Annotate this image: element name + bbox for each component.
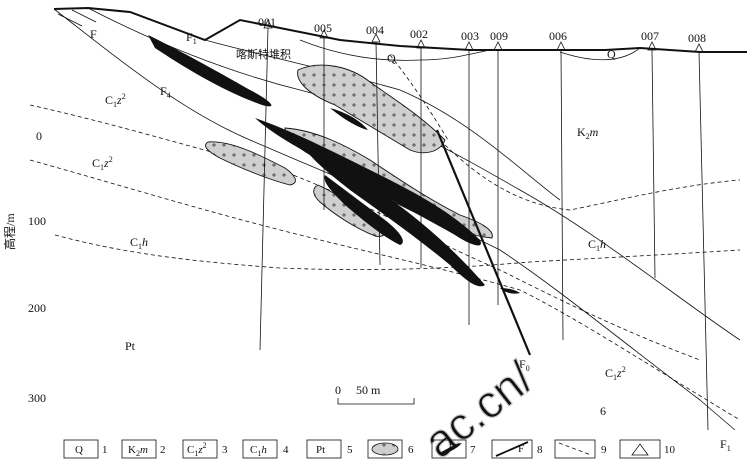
drillhole-label: 009 (490, 29, 508, 43)
scale-bar-start: 0 (335, 383, 341, 397)
drillhole-label: 002 (410, 27, 428, 41)
fault-f-top-line-2 (57, 13, 83, 27)
drillhole-005: 005 (314, 21, 332, 210)
dashed-boundary-4 (439, 139, 741, 211)
boundary-k2m (204, 39, 561, 201)
legend-label: C1h (250, 444, 267, 458)
drillhole-label: 008 (688, 31, 706, 45)
y-axis: 0 100 200 300 高程/m (2, 129, 46, 405)
y-tick: 100 (28, 214, 46, 228)
dashed-boundary-5 (389, 54, 449, 141)
drillhole-006: 006 (549, 29, 567, 341)
legend-num: 9 (601, 444, 607, 456)
formation-k2m-label: K2m (577, 125, 599, 141)
legend-item-3: C1z2 3 (182, 439, 228, 459)
drillhole-label: 003 (461, 29, 479, 43)
legend-item-4: C1h 4 (242, 439, 289, 459)
drillholes: 001 005 004 002 003 009 (258, 15, 709, 431)
quaternary-cover (299, 39, 491, 61)
legend-num: 4 (283, 444, 289, 456)
drillhole-007: 007 (641, 29, 659, 279)
dashed-boundary-1 (29, 104, 701, 361)
quaternary-label: Q (387, 51, 396, 65)
legend-label: Q (75, 444, 83, 456)
drillhole-label: 004 (366, 23, 384, 37)
drillhole-001: 001 (258, 15, 276, 351)
drillhole-008: 008 (688, 31, 709, 431)
formation-c1z2-label-1: C1z2 (105, 92, 126, 109)
legend-num: 3 (222, 444, 228, 456)
drillhole-label: 005 (314, 21, 332, 35)
scale-bar-end: 50 m (356, 383, 381, 397)
quaternary-label: Q (607, 47, 616, 61)
legend-num: 1 (102, 444, 108, 456)
drillhole-009: 009 (490, 29, 508, 305)
fault-f-label: F (90, 27, 97, 41)
drillhole-002: 002 (410, 27, 428, 268)
orebody-4 (324, 175, 403, 245)
legend-item-1: Q 1 (63, 439, 108, 459)
y-tick: 200 (28, 301, 46, 315)
legend-item-9: 9 (554, 439, 607, 459)
legend-label: K2m (128, 444, 148, 458)
legend-num: 2 (160, 444, 166, 456)
granite-body-1 (297, 64, 446, 154)
legend-item-7: 7 (431, 439, 476, 459)
legend-item-10: 10 (619, 439, 676, 459)
legend-item-5: Pt 5 (306, 439, 353, 459)
dashed-boundary-3 (54, 234, 741, 270)
orebody-6 (330, 108, 368, 130)
drillhole-004: 004 (366, 23, 384, 266)
legend-num: 8 (537, 444, 543, 456)
y-tick: 0 (36, 129, 42, 143)
fault-f-top-line (71, 9, 97, 23)
formation-c1h-label-1: C1h (130, 235, 148, 251)
scale-bar: 0 50 m (335, 383, 415, 405)
formation-c1z2-label-2: C1z2 (92, 155, 113, 172)
legend-num: 5 (347, 444, 353, 456)
orebody-3 (300, 138, 485, 287)
drillhole-label: 007 (641, 29, 659, 43)
fault-f4-label: F4 (160, 84, 171, 100)
orebody-1 (148, 35, 272, 107)
legend-item-2: K2m 2 (121, 439, 166, 459)
formation-6-label: 6 (600, 404, 606, 418)
legend-label: F (518, 443, 524, 455)
granite-body-2 (205, 141, 296, 186)
fault-f0-label: F0 (519, 357, 530, 373)
legend-label: Pt (316, 444, 325, 456)
legend-num: 7 (470, 444, 476, 456)
fault-f0-line (435, 129, 532, 356)
legend-item-8: F 8 (491, 439, 543, 459)
karst-deposit-label: 喀斯特堆积 (236, 47, 291, 61)
drillhole-003: 003 (461, 29, 479, 325)
legend: Q 1 K2m 2 C1z2 3 C1h 4 Pt 5 (63, 439, 676, 459)
fault-f1-label-right: F1 (720, 437, 731, 453)
drillhole-label: 006 (549, 29, 567, 43)
quaternary-cover-right (559, 47, 641, 61)
formation-c1z2-label-3: C1z2 (605, 365, 626, 382)
fault-f1-label-left: F1 (186, 30, 197, 46)
y-tick: 300 (28, 391, 46, 405)
formation-pt-label: Pt (125, 339, 136, 353)
legend-num: 10 (664, 444, 676, 456)
legend-num: 6 (408, 444, 414, 456)
orebody-5 (500, 288, 520, 294)
topographic-surface (53, 6, 747, 53)
legend-item-6: 6 (367, 439, 414, 459)
legend-label: C1z2 (187, 441, 207, 458)
y-axis-label: 高程/m (2, 213, 17, 250)
formation-c1h-label-2: C1h (588, 237, 606, 253)
drillhole-label: 001 (258, 15, 276, 29)
